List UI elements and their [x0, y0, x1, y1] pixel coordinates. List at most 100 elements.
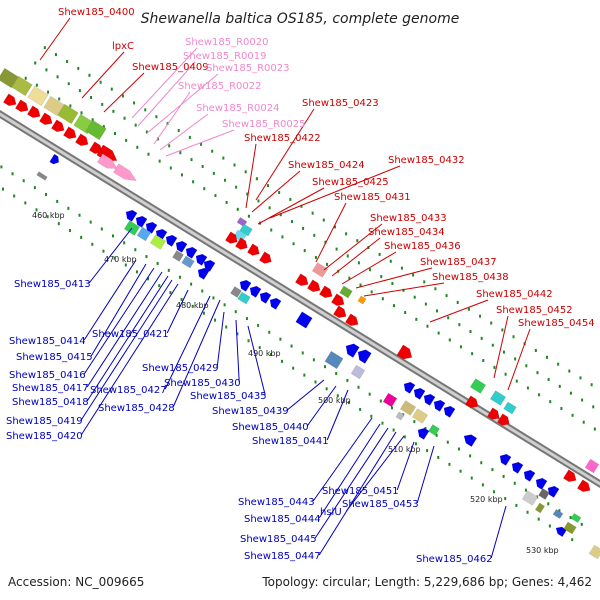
- gene-box: [11, 75, 33, 97]
- gene-box: [563, 521, 577, 535]
- gene-arrow: [563, 469, 577, 483]
- leader-line: [429, 299, 489, 323]
- gene-box: [357, 295, 367, 305]
- guide-dot: [313, 233, 316, 237]
- guide-dot: [180, 297, 183, 301]
- guide-dot: [192, 180, 195, 184]
- guide-dot: [13, 194, 16, 198]
- leader-line: [80, 279, 173, 421]
- guide-dot: [447, 316, 450, 320]
- leader-line: [396, 441, 415, 491]
- guide-dot: [568, 369, 571, 373]
- gene-arrow: [535, 477, 548, 490]
- guide-dot: [437, 331, 440, 335]
- gene-box: [239, 223, 253, 237]
- gene-box: [57, 103, 79, 125]
- guide-dot: [548, 524, 551, 528]
- guide-dot: [467, 307, 470, 311]
- genome-backbone: [0, 110, 600, 488]
- guide-dot: [493, 490, 496, 494]
- guide-dot: [345, 232, 348, 236]
- guide-dot: [571, 538, 574, 542]
- guide-dot: [513, 481, 516, 485]
- gene-box: [489, 390, 507, 406]
- gene-arrow: [113, 163, 137, 182]
- gene-box: [538, 488, 550, 500]
- guide-dot: [201, 164, 204, 168]
- gene-box: [36, 171, 48, 181]
- leader-line: [493, 315, 509, 379]
- guide-dot: [88, 73, 91, 77]
- gene-arrow: [463, 434, 478, 447]
- gene-arrow: [51, 119, 65, 133]
- guide-dot: [346, 378, 349, 382]
- guide-dot: [234, 310, 237, 314]
- guide-dot: [504, 497, 507, 501]
- gene-arrow: [259, 251, 272, 264]
- guide-dot: [177, 129, 180, 133]
- guide-dot: [133, 101, 136, 105]
- guide-dot: [558, 509, 561, 513]
- guide-dot: [202, 311, 205, 315]
- leader-line: [235, 319, 240, 383]
- gene-box: [395, 411, 405, 421]
- guide-dot: [236, 332, 239, 336]
- guide-dot: [201, 289, 204, 293]
- guide-dot: [491, 343, 494, 347]
- gene-arrow: [357, 349, 372, 364]
- gene-arrow: [413, 387, 426, 400]
- guide-dot: [370, 414, 373, 418]
- scale-label: 490 kbp: [248, 349, 281, 358]
- guide-dot: [324, 240, 327, 244]
- guide-dot: [270, 228, 273, 232]
- guide-dot: [247, 339, 250, 343]
- gene-label: Shew185_0427: [90, 385, 167, 396]
- topology-text: Topology: circular; Length: 5,229,686 bp…: [261, 575, 592, 589]
- guide-dot: [80, 111, 83, 115]
- gene-box: [172, 250, 184, 262]
- guide-dot: [311, 211, 314, 215]
- leader-line: [137, 61, 196, 127]
- guide-dot: [147, 277, 150, 281]
- guide-dot: [491, 468, 494, 472]
- gene-arrow: [577, 479, 591, 493]
- guide-dot: [57, 222, 60, 226]
- leader-line: [164, 295, 211, 390]
- guide-dot: [469, 454, 472, 458]
- guide-dot: [356, 239, 359, 243]
- gene-arrow: [555, 526, 567, 538]
- guide-dot: [144, 108, 147, 112]
- gene-label: Shew185_0414: [9, 336, 86, 347]
- guide-dot: [67, 206, 70, 210]
- gene-box: [588, 544, 600, 560]
- guide-dot: [458, 323, 461, 327]
- scale-label: 470 kbp: [104, 255, 137, 264]
- guide-dot: [448, 338, 451, 342]
- gene-arrow: [49, 153, 60, 165]
- gene-arrow: [125, 209, 138, 222]
- gene-arrow: [165, 234, 178, 247]
- leader-line: [286, 379, 325, 411]
- guide-dot: [469, 330, 472, 334]
- guide-dot: [22, 179, 25, 183]
- guide-dot: [191, 304, 194, 308]
- guide-dot: [493, 365, 496, 369]
- guide-dot: [233, 163, 236, 167]
- gene-box: [236, 216, 248, 228]
- leader-line: [314, 427, 389, 539]
- guide-dot: [158, 284, 161, 288]
- leader-line: [83, 259, 137, 341]
- guide-dot: [480, 336, 483, 340]
- guide-dot: [393, 304, 395, 308]
- leader-line: [80, 283, 179, 436]
- guide-dot: [278, 191, 281, 195]
- gene-box: [43, 95, 65, 117]
- gene-arrow: [235, 237, 248, 250]
- gene-label: Shew185_0434: [368, 227, 445, 238]
- guide-dot: [45, 193, 48, 197]
- guide-dot: [134, 248, 137, 252]
- gene-label: Shew185_0438: [432, 272, 509, 283]
- gene-arrow: [443, 405, 456, 418]
- gene-arrow: [249, 285, 262, 298]
- guide-dot: [91, 242, 94, 246]
